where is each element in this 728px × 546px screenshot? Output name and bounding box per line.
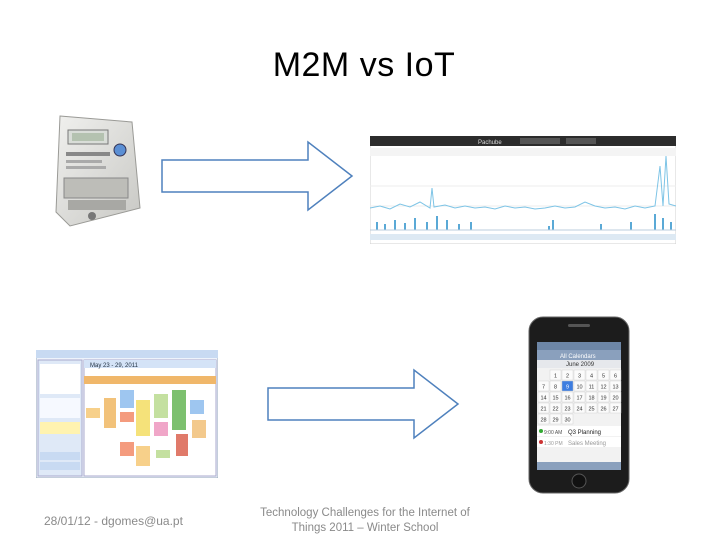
phone-calendar-day-label: 12	[600, 385, 606, 391]
phone-calendar-day-label: 3	[578, 374, 581, 380]
phone-calendar-day-label: 8	[554, 385, 557, 391]
phone-calendar-day-cell	[549, 391, 562, 403]
desktop-calendar-image: May 23 - 29, 2011	[36, 350, 218, 478]
phone-calendar-day-cell	[561, 369, 574, 381]
phone-calendar-day-label: 13	[612, 385, 618, 391]
phone-calendar-day-label: 6	[614, 374, 617, 380]
phone-calendar-day-label: 5	[602, 374, 605, 380]
phone-calendar-day-cell	[573, 402, 586, 414]
phone-calendar-day-cell	[585, 380, 598, 392]
top-arrow-icon	[161, 140, 354, 212]
footer-author-date: 28/01/12 - dgomes@ua.pt	[44, 514, 183, 528]
phone-calendar-day-cell	[609, 391, 622, 403]
phone-calendar-day-label: 9	[566, 385, 569, 391]
phone-calendar-day-cell	[549, 369, 562, 381]
phone-calendar-day-label: 24	[576, 407, 582, 413]
phone-event1-time: 9:00 AM	[544, 430, 562, 436]
phone-calendar-day-label: 21	[540, 407, 546, 413]
phone-calendar-day-cell	[585, 391, 598, 403]
phone-calendar-day-cell	[597, 369, 610, 381]
phone-event2-title: Sales Meeting	[568, 441, 606, 447]
phone-month-label: June 2009	[566, 362, 595, 368]
sensor-dashboard-graph-image: Pachube	[370, 136, 676, 244]
phone-calendar-day-cell	[549, 402, 562, 414]
dashboard-header: Pachube	[478, 140, 502, 146]
phone-calendar-day-label: 2	[566, 374, 569, 380]
phone-calendar-day-cell	[573, 391, 586, 403]
phone-calendar-day-cell	[537, 413, 550, 425]
phone-calendar-day-cell	[585, 402, 598, 414]
phone-calendar-day-cell	[561, 380, 574, 392]
phone-calendar-day-label: 23	[564, 407, 570, 413]
phone-calendar-day-label: 27	[612, 407, 618, 413]
phone-calendar-day-label: 18	[588, 396, 594, 402]
bottom-arrow-icon	[267, 368, 460, 440]
phone-calendar-day-label: 30	[564, 418, 570, 424]
phone-calendar-day-label: 10	[576, 385, 582, 391]
phone-calendar-day-label: 14	[540, 396, 546, 402]
phone-event1-title: Q3 Planning	[568, 430, 601, 436]
phone-calendar-day-cell	[561, 402, 574, 414]
phone-calendar-day-label: 25	[588, 407, 594, 413]
phone-calendar-day-cell	[597, 391, 610, 403]
phone-calendar-day-cell	[537, 402, 550, 414]
phone-calendar-day-cell	[609, 369, 622, 381]
phone-calendar-day-label: 20	[612, 396, 618, 402]
smart-meter-image	[55, 115, 141, 227]
slide-title: M2M vs IoT	[272, 46, 456, 84]
phone-calendar-day-label: 22	[552, 407, 558, 413]
phone-calendar-day-label: 28	[540, 418, 546, 424]
phone-calendar-day-label: 11	[589, 385, 595, 391]
phone-calendar-day-label: 16	[564, 396, 570, 402]
phone-calendar-day-cell	[573, 380, 586, 392]
phone-calendar-day-label: 29	[552, 418, 558, 424]
phone-calendar-day-label: 19	[600, 396, 606, 402]
phone-calendar-day-cell	[573, 369, 586, 381]
phone-calendar-day-label: 4	[590, 374, 593, 380]
phone-calendar-day-cell	[597, 380, 610, 392]
phone-calendar-day-cell	[609, 402, 622, 414]
phone-calendar-day-label: 26	[600, 407, 606, 413]
phone-calendar-day-cell	[549, 413, 562, 425]
phone-calendar-day-cell	[609, 380, 622, 392]
phone-calendar-day-cell	[561, 391, 574, 403]
phone-calendar-day-cell	[597, 402, 610, 414]
footer-event-title: Technology Challenges for the Internet o…	[260, 507, 470, 534]
phone-calendar-day-cell	[561, 413, 574, 425]
phone-calendar-day-label: 1	[554, 374, 557, 380]
phone-calendar-day-cell	[585, 369, 598, 381]
phone-calendar-name: All Calendars	[560, 354, 596, 360]
phone-calendar-day-label: 15	[552, 396, 558, 402]
phone-calendar-day-cell	[537, 380, 550, 392]
phone-calendar-day-label: 7	[542, 385, 545, 391]
phone-calendar-day-cell	[549, 380, 562, 392]
phone-event2-time: 1:30 PM	[544, 441, 563, 447]
phone-calendar-day-label: 17	[576, 396, 582, 402]
phone-calendar-day-cell	[537, 391, 550, 403]
desktop-calendar-date: May 23 - 29, 2011	[90, 363, 139, 369]
